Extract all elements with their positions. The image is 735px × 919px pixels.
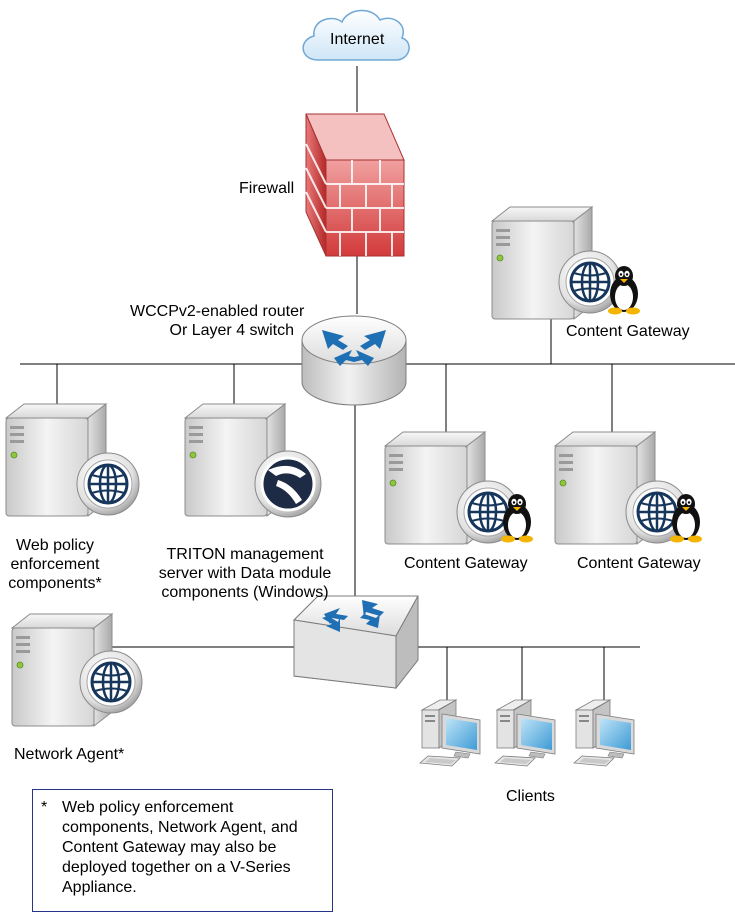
globe-icon	[78, 649, 144, 715]
footnote-text: Web policy enforcement components, Netwo…	[62, 799, 298, 896]
content-gateway-top-label: Content Gateway	[566, 323, 690, 340]
clients-label: Clients	[506, 788, 555, 805]
content-gateway-server-top	[491, 206, 640, 320]
content-gateway-right-label: Content Gateway	[577, 555, 701, 572]
content-gateway-mid-label: Content Gateway	[404, 555, 528, 572]
router-icon	[301, 315, 407, 406]
firewall-label: Firewall	[239, 180, 295, 197]
web-policy-label-line3: components*	[8, 575, 102, 592]
firewall	[305, 113, 405, 257]
cloud-icon	[302, 9, 410, 61]
triton-label-line2: server with Data module	[158, 565, 332, 582]
web-policy-server	[5, 403, 141, 517]
web-policy-label-line2: enforcement	[10, 556, 100, 573]
desktop-computer-icon	[573, 699, 635, 767]
web-policy-label-line1: Web policy	[16, 537, 94, 554]
content-gateway-server-mid	[384, 431, 533, 545]
content-gateway-server-right	[554, 431, 702, 545]
router	[301, 315, 407, 406]
switch-icon	[292, 595, 419, 690]
triton-logo-icon	[254, 450, 322, 518]
desktop-computer-icon	[419, 699, 481, 767]
internet-cloud	[302, 9, 410, 61]
triton-label: TRITON management server with Data modul…	[150, 545, 340, 602]
web-policy-label: Web policy enforcement components*	[0, 536, 110, 593]
firewall-icon	[305, 113, 405, 257]
router-label-line2: Or Layer 4 switch	[169, 322, 294, 339]
footnote-asterisk: *	[41, 799, 48, 816]
triton-server	[184, 403, 322, 518]
network-agent-server	[11, 613, 144, 727]
internet-label: Internet	[330, 31, 385, 48]
desktop-computer-icon	[494, 699, 556, 767]
triton-label-line1: TRITON management	[166, 546, 324, 563]
globe-icon	[557, 249, 623, 315]
triton-label-line3: components (Windows)	[161, 584, 329, 601]
router-label-line1: WCCPv2-enabled router	[130, 303, 305, 320]
footnote-box: * Web policy enforcement components, Net…	[32, 789, 333, 912]
clients-group	[419, 699, 635, 767]
network-switch	[292, 595, 419, 690]
globe-icon	[75, 451, 141, 517]
router-label: WCCPv2-enabled router Or Layer 4 switch	[130, 302, 305, 340]
network-agent-label: Network Agent*	[14, 746, 125, 763]
